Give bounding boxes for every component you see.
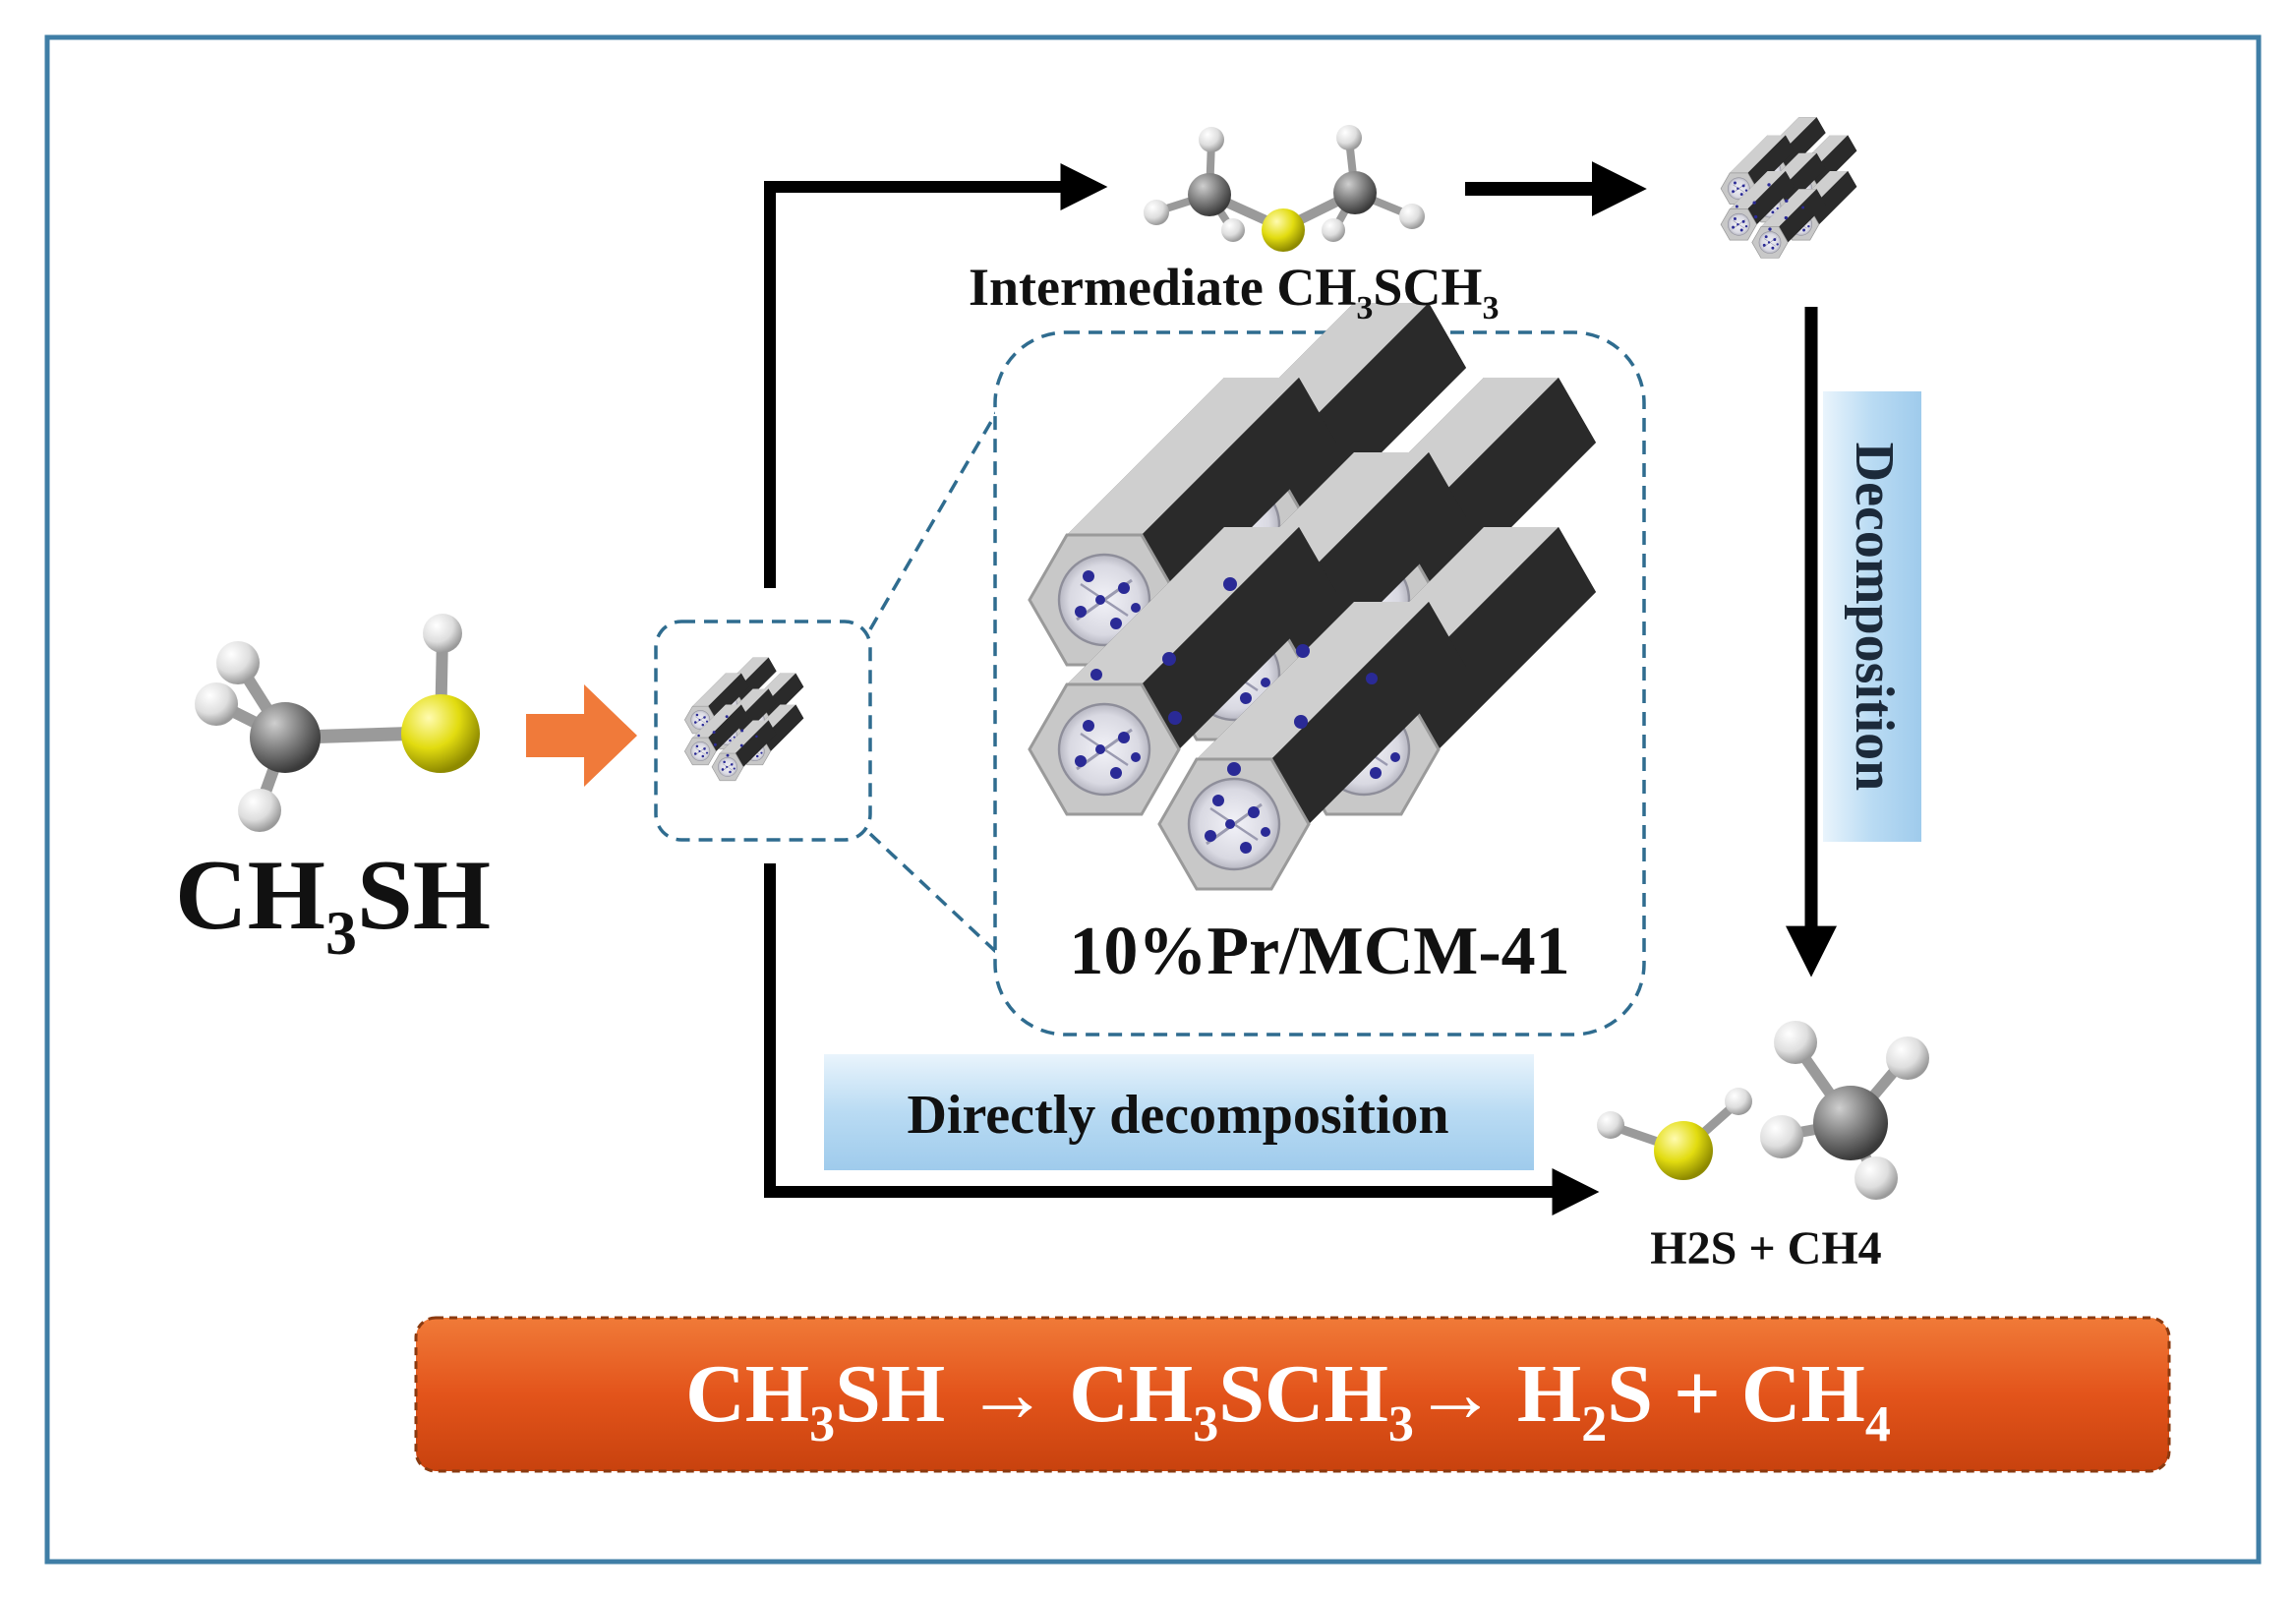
direct-decomposition-arrow [764,863,1600,1215]
decomposition-label: Decomposition [1844,443,1905,792]
path-arrow-to-intermediate [764,163,1108,588]
direct-decomposition-label: Directly decomposition [907,1085,1448,1146]
feed-arrow [526,684,637,787]
ch4-molecule-icon [1760,1021,1929,1200]
overall-equation: CH3SH → CH3SCH3→ H2S + CH4 [685,1348,1891,1452]
ch3sh-molecule-icon [195,614,480,832]
decomposition-label-bar [1823,391,1921,842]
zoom-connector-bottom [868,832,1044,997]
ch3sch3-molecule-icon [1144,125,1425,252]
intermediate-label: Intermediate CH3SCH3 [969,258,1499,326]
h2s-molecule-icon [1597,1088,1752,1180]
products-label: H2S + CH4 [1650,1222,1881,1274]
overall-equation-bar [414,1316,2171,1473]
direct-decomposition-label-bar [824,1054,1534,1170]
reactant-label: CH3SH [175,840,491,968]
catalyst-zoom-source-box [654,620,872,842]
catalyst-label: 10%Pr/MCM-41 [1069,914,1569,989]
